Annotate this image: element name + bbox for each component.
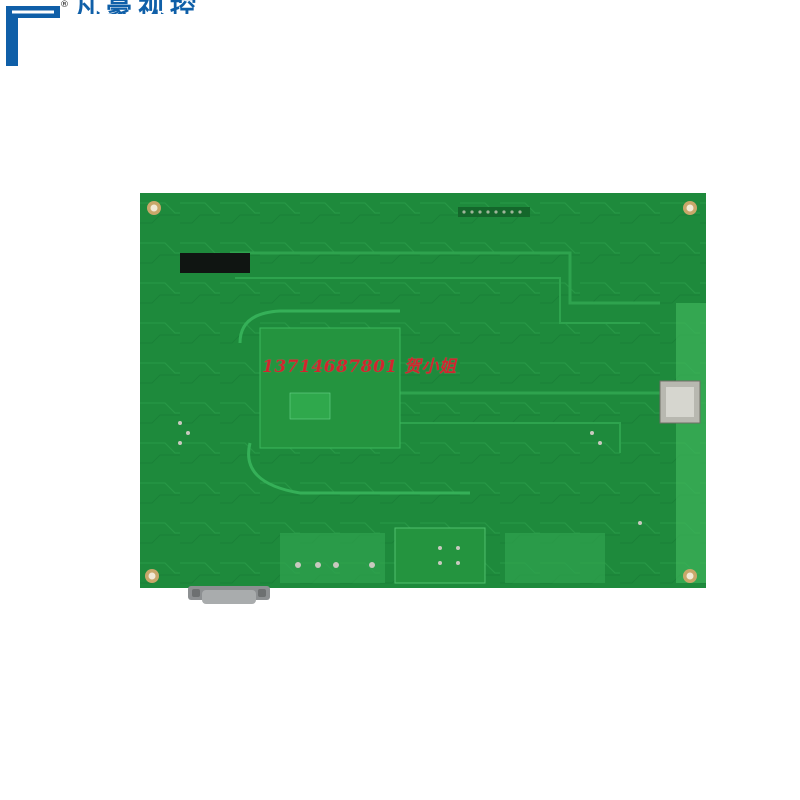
- black-connector: [180, 253, 250, 273]
- brand-name: 凡豪视控: [74, 0, 202, 14]
- bottom-connector-zone: [280, 533, 385, 583]
- chip-area: [259, 327, 401, 449]
- registered-mark: ®: [60, 0, 69, 10]
- vga-connector-icon: [188, 586, 270, 604]
- pin-header: [458, 207, 530, 217]
- pcb-edge-area: [676, 303, 706, 583]
- pcb-board-image: [140, 193, 706, 588]
- brand-logo-icon: [6, 6, 60, 66]
- mounting-holes: [145, 201, 697, 583]
- phone-watermark: 13714687801 贺小姐: [262, 357, 457, 377]
